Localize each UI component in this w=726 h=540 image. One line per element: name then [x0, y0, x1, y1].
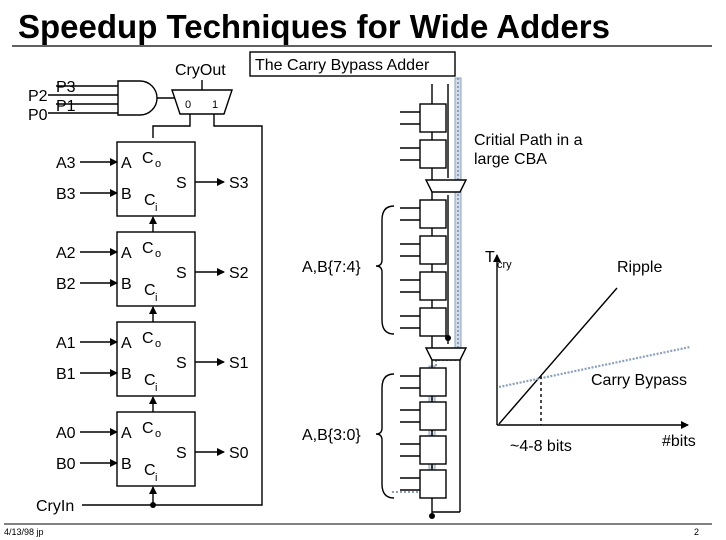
bypass-label: Carry Bypass	[591, 372, 687, 389]
svg-text:B: B	[121, 186, 132, 203]
output-s1: S1	[229, 355, 249, 372]
svg-text:A: A	[121, 155, 132, 172]
mux-in0-wire	[152, 114, 191, 138]
input-a0: A0	[56, 425, 76, 442]
bypass-wire	[155, 114, 263, 506]
mux-label-1: 1	[212, 99, 218, 111]
bypass-block-diagram: CryOut P3 P2 P1 P0 0 1 CryIn A3 B3	[28, 62, 263, 515]
p1-label: P1	[56, 98, 76, 115]
svg-text:C: C	[144, 192, 156, 209]
svg-text:S: S	[176, 355, 187, 372]
brace-upper	[375, 205, 395, 335]
svg-text:A: A	[121, 335, 132, 352]
svg-text:o: o	[155, 428, 161, 440]
ripple-label: Ripple	[617, 259, 662, 276]
svg-text:i: i	[155, 382, 157, 394]
p2-label: P2	[28, 88, 48, 105]
adder-cell-1: A1 B1 A B C o C i S S1	[56, 321, 249, 397]
bypass-line	[498, 345, 691, 389]
svg-text:A: A	[121, 245, 132, 262]
cba-cell	[419, 401, 447, 431]
cascaded-cba-diagram: The Carry Bypass Adder	[249, 51, 583, 519]
adder-cell-2: A2 B2 A B C o C i S S2	[56, 231, 249, 307]
and-gate	[117, 80, 158, 116]
input-b3: B3	[56, 186, 76, 203]
svg-text:B: B	[121, 276, 132, 293]
cba-cell	[419, 235, 447, 265]
cba-cell	[419, 435, 447, 465]
svg-text:C: C	[144, 462, 156, 479]
cba-mux-lower	[424, 347, 468, 361]
input-b2: B2	[56, 276, 76, 293]
critical-path-label-2: large CBA	[474, 151, 547, 168]
cba-cell	[419, 103, 447, 133]
output-s3: S3	[229, 175, 249, 192]
footer-date: 4/13/98 jp	[4, 527, 44, 537]
cba-title-box	[249, 51, 456, 77]
svg-text:C: C	[144, 282, 156, 299]
cba-title: The Carry Bypass Adder	[255, 57, 430, 74]
svg-text:A: A	[121, 425, 132, 442]
x-axis-label: #bits	[662, 433, 696, 450]
group-lower-label: A,B{3:0}	[302, 427, 361, 444]
svg-text:S: S	[176, 265, 187, 282]
svg-text:C: C	[144, 372, 156, 389]
group-upper-label: A,B{7:4}	[302, 259, 361, 276]
svg-text:C: C	[142, 150, 154, 167]
y-axis-label: T	[485, 249, 495, 266]
cba-cell	[419, 307, 447, 337]
cba-cell	[419, 469, 447, 499]
y-axis-label-sub: cry	[497, 259, 512, 271]
cba-cell	[419, 199, 447, 229]
svg-text:i: i	[155, 472, 157, 484]
p0-label: P0	[28, 107, 48, 124]
input-a1: A1	[56, 335, 76, 352]
svg-text:S: S	[176, 445, 187, 462]
input-a2: A2	[56, 245, 76, 262]
svg-text:C: C	[142, 420, 154, 437]
page-number: 2	[694, 527, 699, 537]
svg-text:o: o	[155, 158, 161, 170]
svg-text:o: o	[155, 248, 161, 260]
cba-cell	[419, 139, 447, 169]
input-b1: B1	[56, 366, 76, 383]
cba-cell	[419, 367, 447, 397]
ripple-line	[498, 287, 618, 425]
cryout-label: CryOut	[175, 62, 226, 79]
cryin-label: CryIn	[36, 498, 74, 515]
cba-mux-upper	[424, 179, 468, 193]
delay-graph: T cry #bits Ripple Carry Bypass ~4-8 bit…	[485, 249, 696, 455]
input-b0: B0	[56, 456, 76, 473]
brace-lower	[375, 373, 395, 499]
output-mux	[171, 89, 233, 115]
adder-cell-0: A0 B0 A B C o C i S S0	[56, 411, 249, 487]
svg-text:o: o	[155, 338, 161, 350]
svg-text:i: i	[155, 202, 157, 214]
output-s2: S2	[229, 265, 249, 282]
input-a3: A3	[56, 155, 76, 172]
svg-text:B: B	[121, 456, 132, 473]
output-s0: S0	[229, 445, 249, 462]
svg-text:C: C	[142, 240, 154, 257]
cba-cell	[419, 271, 447, 301]
mux-label-0: 0	[185, 99, 191, 111]
adder-cell-3: A3 B3 A B C o C i S S3	[56, 141, 249, 217]
crossover-label: ~4-8 bits	[510, 438, 572, 455]
svg-text:B: B	[121, 366, 132, 383]
svg-text:C: C	[142, 330, 154, 347]
p3-label: P3	[56, 79, 76, 96]
slide-title: Speedup Techniques for Wide Adders	[18, 8, 610, 45]
svg-text:i: i	[155, 292, 157, 304]
svg-text:S: S	[176, 175, 187, 192]
critical-path-label-1: Critial Path in a	[474, 132, 583, 149]
